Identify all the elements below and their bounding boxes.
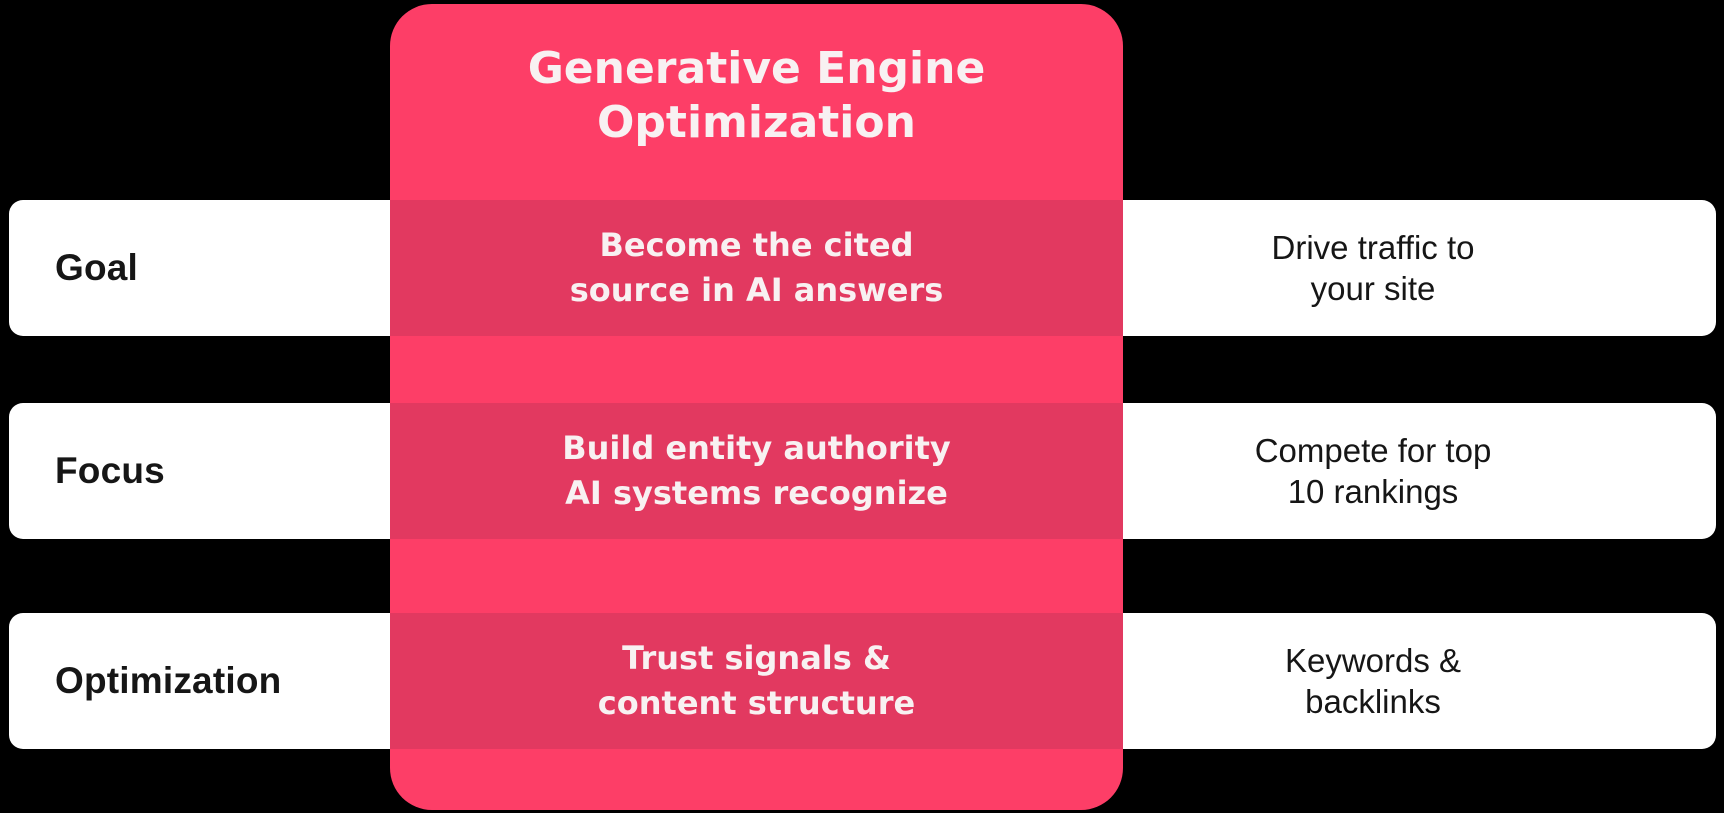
geo-cell-line2: content structure (597, 684, 916, 722)
seo-cell-line2: your site (1310, 270, 1436, 307)
geo-card: Generative Engine Optimization Become th… (390, 4, 1123, 810)
geo-cell-goal: Become the cited source in AI answers (390, 200, 1123, 336)
row-label-focus: Focus (55, 403, 385, 539)
seo-cell-line2: 10 rankings (1287, 473, 1459, 510)
card-title-line2: Optimization (597, 97, 916, 148)
card-title-line1: Generative Engine (527, 43, 986, 94)
geo-cell-line2: AI systems recognize (565, 474, 948, 512)
row-label-text: Goal (55, 247, 139, 288)
geo-cell-line1: Become the cited (599, 226, 914, 264)
geo-cell-line1: Trust signals & (622, 639, 891, 677)
seo-cell-line1: Compete for top (1254, 432, 1492, 469)
row-label-text: Focus (55, 450, 165, 491)
row-label-goal: Goal (55, 200, 385, 336)
geo-cell-line1: Build entity authority (562, 429, 951, 467)
row-label-optimization: Optimization (55, 613, 385, 749)
seo-cell-line1: Drive traffic to (1271, 229, 1475, 266)
seo-cell-line2: backlinks (1305, 683, 1441, 720)
seo-cell-line1: Keywords & (1284, 642, 1462, 679)
card-title: Generative Engine Optimization (390, 42, 1123, 150)
seo-cell-focus: Compete for top 10 rankings (1123, 403, 1623, 539)
geo-cell-optimization: Trust signals & content structure (390, 613, 1123, 749)
geo-cell-line2: source in AI answers (569, 271, 944, 309)
seo-cell-optimization: Keywords & backlinks (1123, 613, 1623, 749)
geo-cell-focus: Build entity authority AI systems recogn… (390, 403, 1123, 539)
row-label-text: Optimization (55, 660, 282, 701)
seo-cell-goal: Drive traffic to your site (1123, 200, 1623, 336)
